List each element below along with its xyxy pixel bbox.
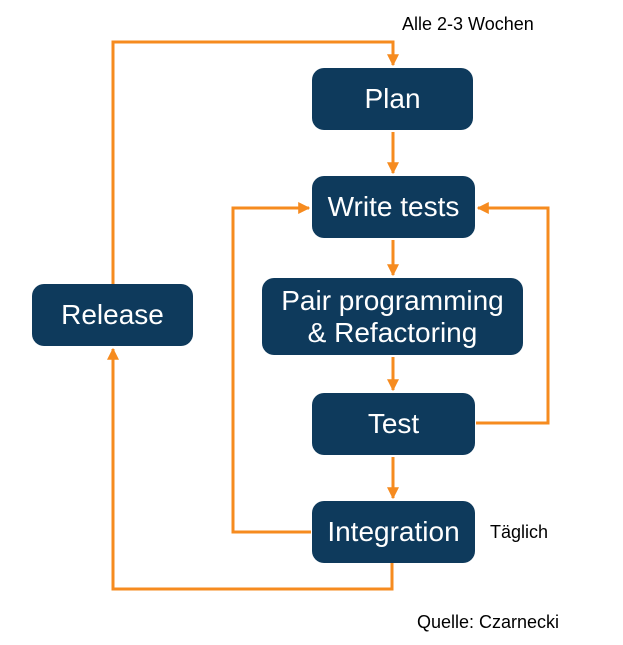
- node-test: Test: [312, 393, 475, 455]
- source-credit-label: Quelle: Czarnecki: [417, 612, 560, 632]
- node-release: Release: [32, 284, 193, 346]
- edge-integration-to-release-loop: [107, 347, 394, 591]
- edge-test-to-write-tests-loop: [476, 202, 550, 425]
- cycle-duration-label: Alle 2-3 Wochen: [402, 14, 534, 34]
- edge-integration-to-write-tests-loop: [231, 202, 311, 534]
- edge-release-to-plan-loop: [111, 40, 399, 284]
- node-integration: Integration: [312, 501, 475, 563]
- node-write-tests: Write tests: [312, 176, 475, 238]
- node-pair-programming: Pair programming & Refactoring: [262, 278, 523, 355]
- daily-label: Täglich: [490, 522, 549, 542]
- node-plan: Plan: [312, 68, 473, 130]
